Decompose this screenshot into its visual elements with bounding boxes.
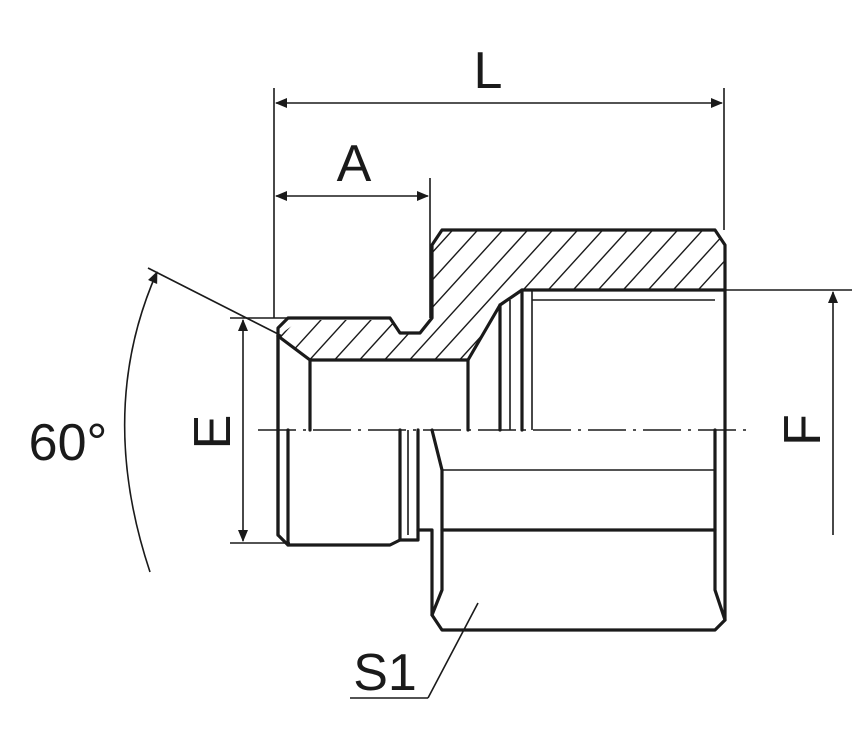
dimension-F xyxy=(726,289,852,535)
label-A: A xyxy=(337,135,372,193)
label-E: E xyxy=(184,415,242,450)
section-hatching xyxy=(278,230,725,360)
dimension-angle xyxy=(123,267,283,573)
dimension-E xyxy=(230,317,290,544)
leader-S1 xyxy=(350,602,479,699)
label-angle: 60° xyxy=(29,414,108,472)
label-S1: S1 xyxy=(353,644,417,702)
label-L: L xyxy=(474,42,503,100)
part-outline xyxy=(276,228,727,632)
label-F: F xyxy=(774,414,832,446)
dimension-L xyxy=(273,88,725,318)
dimension-A xyxy=(275,178,431,318)
